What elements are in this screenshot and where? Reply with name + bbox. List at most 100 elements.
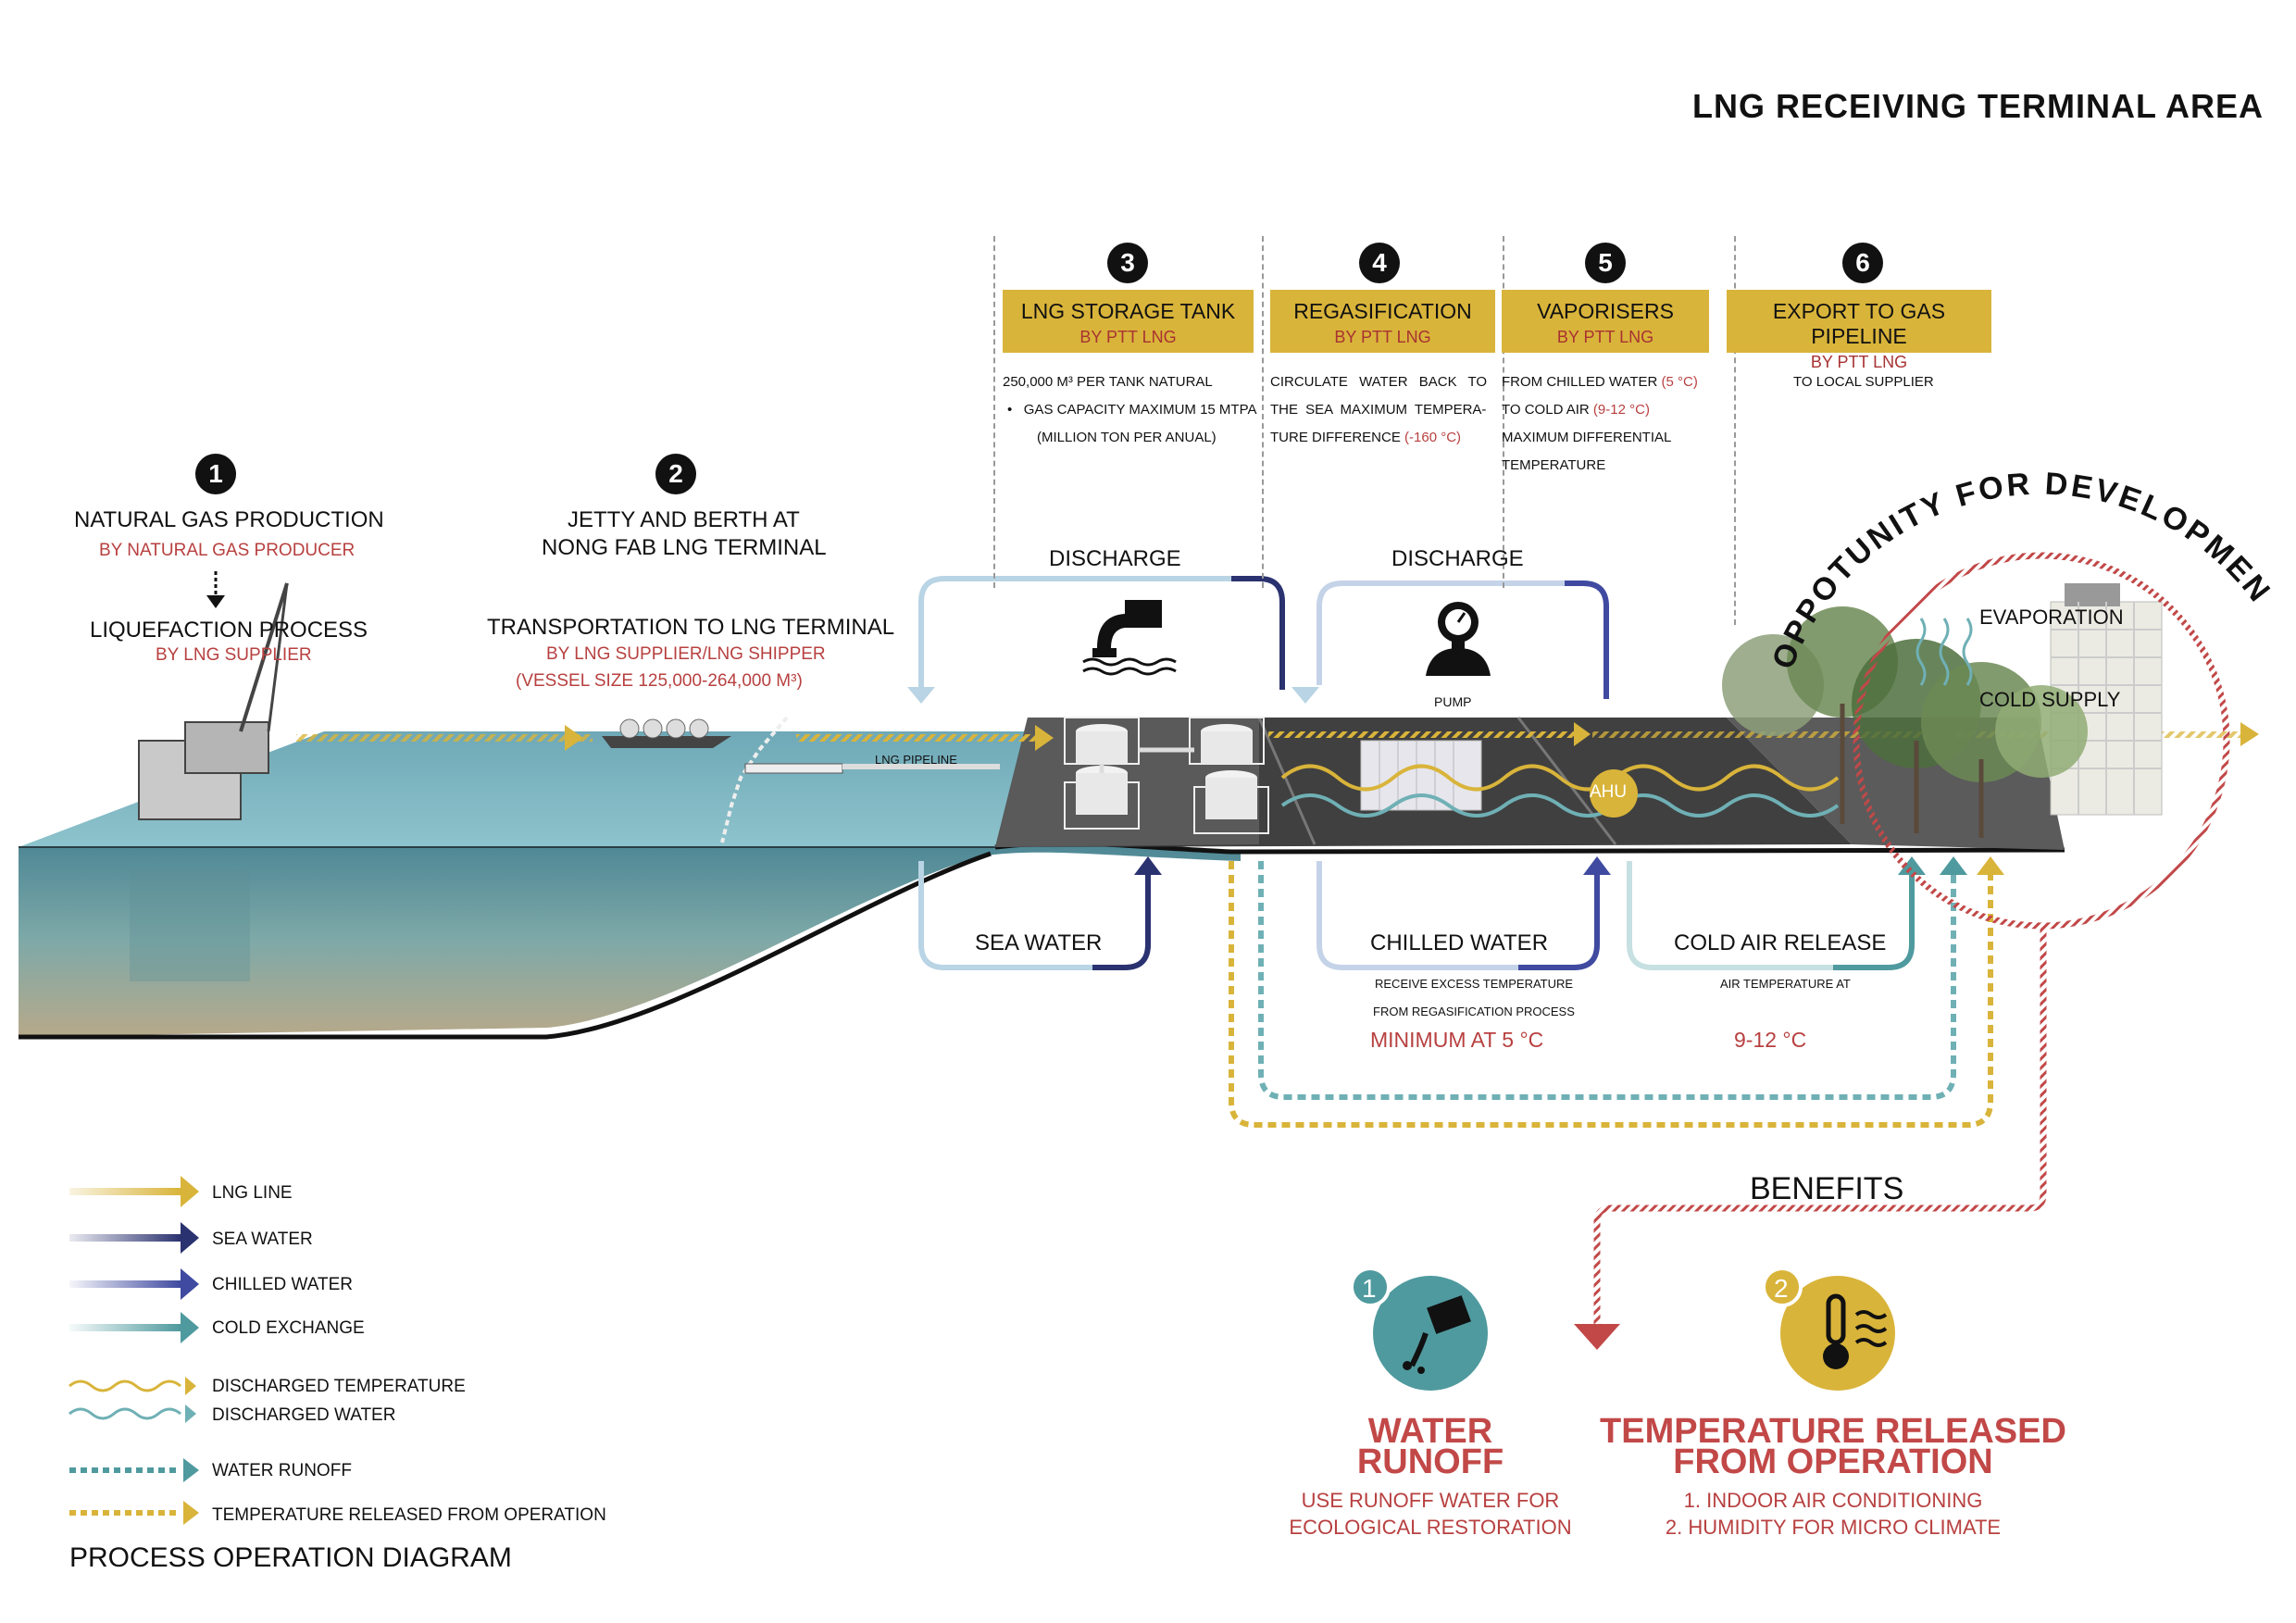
column-divider [993, 236, 995, 588]
cold-air-label: COLD AIR RELEASE [1674, 930, 1887, 955]
cold-supply-label: COLD SUPPLY [1979, 688, 2121, 711]
ahu-unit [1590, 769, 1638, 818]
legend-swatches [69, 1176, 199, 1525]
trees-building [1722, 583, 2163, 838]
legend-item: DISCHARGED TEMPERATURE [212, 1377, 466, 1396]
benefit-desc-line: 2. HUMIDITY FOR MICRO CLIMATE [1665, 1516, 2002, 1539]
discharge-loop-1 [918, 576, 1285, 690]
box-title: LNG STORAGE TANK [1020, 299, 1236, 323]
sea-block [19, 731, 2065, 1040]
cold-air-value: 9-12 °C [1734, 1028, 1807, 1052]
legend-item: TEMPERATURE RELEASED FROM OPERATION [212, 1505, 606, 1525]
storage-tanks [1064, 717, 1269, 834]
cold-air-loop [1627, 861, 1915, 970]
pump-label: PUMP [1434, 694, 1472, 709]
box-title: REGASIFICATION [1293, 299, 1472, 323]
step-note: (VESSEL SIZE 125,000-264,000 M³) [516, 671, 803, 691]
step-desc: TO COLD AIR (9-12 °C) [1502, 396, 1650, 424]
legend-item: LNG LINE [212, 1183, 293, 1203]
step-by: BY LNG SUPPLIER [156, 645, 312, 665]
step-desc: THE SEA MAXIMUM TEMPERA- [1270, 402, 1487, 418]
step-number: 5 [1585, 243, 1626, 283]
step-desc: FROM CHILLED WATER (5 °C) [1502, 368, 1698, 396]
step-subtitle: LIQUEFACTION PROCESS [90, 618, 368, 643]
step-desc-part: TO COLD AIR [1502, 402, 1593, 418]
step-desc-part: FROM CHILLED WATER [1502, 374, 1662, 390]
column-divider [1503, 236, 1504, 588]
step-box-export: EXPORT TO GAS PIPELINE BY PTT LNG [1727, 290, 1991, 371]
step-desc: (MILLION TON PER ANUAL) [1037, 430, 1217, 445]
step-subtitle: TRANSPORTATION TO LNG TERMINAL [487, 615, 895, 640]
jetty [720, 716, 1000, 843]
chilled-water-value: MINIMUM AT 5 °C [1370, 1028, 1544, 1052]
step-box-vaporisers: VAPORISERS BY PTT LNG [1502, 290, 1709, 353]
benefit-title-line: TEMPERATURE RELEASED [1600, 1412, 2066, 1451]
column-divider [1262, 236, 1264, 588]
step-desc: TURE DIFFERENCE (-160 °C) [1270, 424, 1461, 452]
cold-air-note: AIR TEMPERATURE AT [1720, 977, 1851, 991]
box-title: EXPORT TO GAS PIPELINE [1772, 299, 1946, 348]
step-number: 1 [195, 454, 236, 494]
vaporiser-unit [1360, 740, 1482, 811]
benefit-title-line: RUNOFF [1356, 1442, 1504, 1481]
step-desc-value: (5 °C) [1661, 374, 1698, 390]
sea-water-label: SEA WATER [975, 930, 1103, 955]
discharge-loop-2 [1316, 581, 1609, 699]
lng-pipeline-label: LNG PIPELINE [875, 753, 957, 767]
step-box-regasification: REGASIFICATION BY PTT LNG [1270, 290, 1495, 353]
wave-lines [1280, 764, 1840, 818]
offshore-rig [130, 582, 289, 981]
benefits-title: BENEFITS [1750, 1171, 1904, 1206]
benefit-desc-line: 1. INDOOR AIR CONDITIONING [1683, 1489, 1983, 1512]
evaporation-arrows [1915, 618, 1973, 686]
benefit-desc: USE RUNOFF WATER FOR ECOLOGICAL RESTORAT… [1273, 1487, 1588, 1541]
legend-item: WATER RUNOFF [212, 1461, 352, 1480]
benefit-number: 2 [1774, 1274, 1789, 1303]
sea-surface [19, 731, 1028, 847]
step-by: BY LNG SUPPLIER/LNG SHIPPER [546, 644, 826, 664]
step-title: JETTY AND BERTH AT [568, 507, 800, 532]
step-desc-value: (9-12 °C) [1592, 402, 1650, 418]
temperature-released-line [1229, 861, 1993, 1128]
lng-line-sea [296, 725, 1054, 751]
water-runoff-badge [1350, 1267, 1488, 1391]
step-desc-bullet: • GAS CAPACITY MAXIMUM 15 MTPA [1007, 402, 1257, 418]
step-title: NONG FAB LNG TERMINAL [542, 535, 827, 560]
step-by: BY NATURAL GAS PRODUCER [99, 541, 356, 560]
sea-water-loop [918, 861, 1151, 970]
benefit-number: 1 [1362, 1274, 1377, 1303]
step-desc: 250,000 M³ PER TANK NATURAL [1003, 374, 1213, 390]
step-title: NATURAL GAS PRODUCTION [74, 507, 384, 532]
benefit-desc-line: ECOLOGICAL RESTORATION [1289, 1516, 1572, 1539]
step-box-lng-storage: LNG STORAGE TANK BY PTT LNG [1003, 290, 1254, 353]
legend-item: COLD EXCHANGE [212, 1318, 365, 1338]
step-desc: GAS CAPACITY MAXIMUM 15 MTPA [1023, 402, 1257, 418]
benefit-desc: 1. INDOOR AIR CONDITIONING 2. HUMIDITY F… [1648, 1487, 2018, 1541]
discharge-pipe-icon [1082, 600, 1177, 676]
legend-item: SEA WATER [212, 1230, 313, 1249]
step-number: 2 [655, 454, 696, 494]
step-number: 3 [1107, 243, 1148, 283]
column-divider [1734, 236, 1736, 625]
discharge-label: DISCHARGE [1049, 546, 1181, 571]
step-desc: MAXIMUM DIFFERENTIAL [1502, 430, 1672, 445]
benefit-title-line: WATER [1367, 1412, 1493, 1451]
benefits-arrow [1593, 926, 2047, 1324]
lng-ship [602, 718, 731, 748]
discharge-label: DISCHARGE [1391, 546, 1524, 571]
step-number: 6 [1842, 243, 1883, 283]
box-by: BY PTT LNG [1556, 328, 1654, 346]
page-title: LNG RECEIVING TERMINAL AREA [1692, 87, 2265, 125]
benefit-title: TEMPERATURE RELEASED FROM OPERATION [1592, 1412, 2074, 1481]
chilled-water-note: RECEIVE EXCESS TEMPERATURE [1375, 977, 1574, 991]
benefit-desc-line: USE RUNOFF WATER FOR [1301, 1489, 1560, 1512]
benefit-title-line: FROM OPERATION [1673, 1442, 1993, 1481]
step-desc: CIRCULATE WATER BACK TO [1270, 374, 1488, 390]
box-title: VAPORISERS [1537, 299, 1674, 323]
chilled-water-label: CHILLED WATER [1370, 930, 1549, 955]
ahu-label: AHU [1590, 782, 1628, 802]
box-by: BY PTT LNG [1810, 353, 1908, 371]
evaporation-label: EVAPORATION [1979, 606, 2124, 629]
